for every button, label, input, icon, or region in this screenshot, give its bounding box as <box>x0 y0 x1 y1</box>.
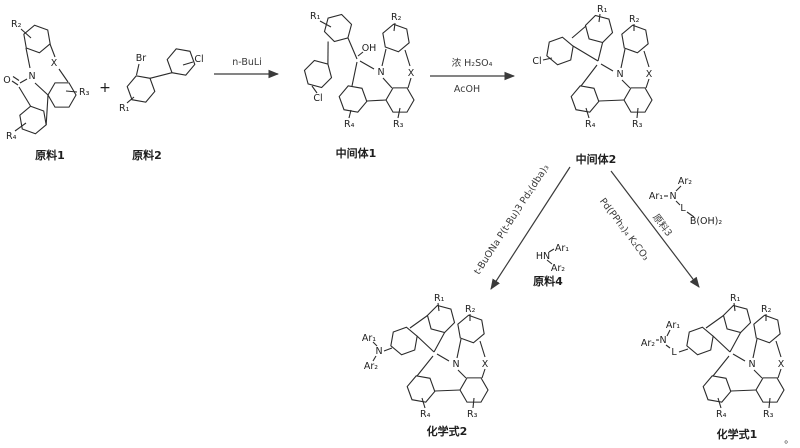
raw4-hn-label: HN <box>536 251 550 262</box>
formula1-ar2-label: Ar₂ <box>641 338 655 349</box>
formula1-x-label: X <box>778 359 785 370</box>
structure-formula-1: R₁ Ar₁ N Ar₂ L R₂ N X R₄ R₃ 化学式1 <box>641 293 785 441</box>
formula2-n-label: N <box>452 359 459 370</box>
formula1-n-label: N <box>748 359 755 370</box>
structure-raw-material-1: R₂ X N O R₃ R₄ 原料1 <box>3 19 89 162</box>
raw3-ar1-label: Ar₁ <box>649 191 663 202</box>
inter1-x-label: X <box>408 68 415 79</box>
formula2-ar2-label: Ar₂ <box>364 361 378 372</box>
raw1-r2-label: R₂ <box>11 19 22 30</box>
structure-raw-material-2: Br R₁ Cl 原料2 <box>119 47 204 162</box>
raw2-name: 原料2 <box>132 148 162 162</box>
plus-sign: + <box>99 80 111 96</box>
benzene-rings <box>15 22 77 137</box>
structure-raw-material-4: HN Ar₁ Ar₂ 原料4 <box>533 243 569 288</box>
inter2-x-label: X <box>646 69 653 80</box>
raw4-ar1-label: Ar₁ <box>555 243 569 254</box>
bonds <box>542 13 650 119</box>
structure-intermediate-2: R₁ Cl N X R₂ R₃ R₄ 中间体2 <box>532 4 653 166</box>
suzuki-reagents: Pd(PPh₃)₄ K₂CO₃ <box>597 196 651 263</box>
formula1-name: 化学式1 <box>717 427 758 441</box>
raw3-ar2-label: Ar₂ <box>678 176 692 187</box>
raw2-cl-label: Cl <box>194 54 203 65</box>
inter2-r3-label: R₃ <box>632 119 643 130</box>
arrow-amination <box>490 166 571 290</box>
formula1-r3-label: R₃ <box>763 409 774 420</box>
raw3-l-label: L <box>680 203 686 214</box>
formula2-r4-label: R₄ <box>420 409 431 420</box>
reaction-step-1: n-BuLi <box>214 57 280 79</box>
benzene-rings <box>682 303 785 404</box>
formula1-l-label: L <box>671 347 677 358</box>
formula2-r3-label: R₃ <box>467 409 478 420</box>
benzene-rings <box>386 303 489 404</box>
inter1-r3-label: R₃ <box>393 119 404 130</box>
inter2-name: 中间体2 <box>576 152 617 166</box>
bonds <box>372 302 486 409</box>
bonds <box>126 61 194 104</box>
raw2-br-label: Br <box>136 53 147 64</box>
formula2-x-label: X <box>482 359 489 370</box>
raw2-r1-label: R₁ <box>119 103 130 114</box>
raw1-r3-label: R₃ <box>79 87 90 98</box>
reaction-branch-suzuki: Pd(PPh₃)₄ K₂CO₃ 原料3 <box>597 170 700 288</box>
bonds <box>11 28 78 132</box>
raw1-x-label: X <box>51 58 58 69</box>
step2-reagent-above: 浓 H₂SO₄ <box>452 57 493 69</box>
sentence-period: 。 <box>784 435 794 446</box>
raw1-r4-label: R₄ <box>6 131 17 142</box>
inter1-r4-label: R₄ <box>344 119 355 130</box>
bonds <box>664 185 695 218</box>
raw1-n-label: N <box>28 71 35 82</box>
structure-formula-2: R₁ Ar₁ N Ar₂ R₂ N X R₄ R₃ 化学式2 <box>362 293 489 438</box>
inter1-n-label: N <box>377 67 384 78</box>
formula2-name: 化学式2 <box>427 424 468 438</box>
step2-reagent-below: AcOH <box>454 84 480 95</box>
inter2-r4-label: R₄ <box>585 119 596 130</box>
bonds <box>656 302 782 409</box>
raw3-n-label: N <box>669 191 676 202</box>
inter2-r1-label: R₁ <box>597 4 608 15</box>
formula2-r2-label: R₂ <box>465 304 476 315</box>
reaction-step-2: 浓 H₂SO₄ AcOH <box>430 57 516 95</box>
bonds <box>546 248 555 265</box>
raw1-o-label: O <box>3 75 10 86</box>
raw4-ar2-label: Ar₂ <box>551 263 565 274</box>
inter2-r2-label: R₂ <box>629 14 640 25</box>
inter1-cl-label: Cl <box>313 93 322 104</box>
formula1-ar1-label: Ar₁ <box>666 320 680 331</box>
inter1-r2-label: R₂ <box>391 12 402 23</box>
arrow-suzuki <box>610 170 700 288</box>
structure-intermediate-1: R₁ OH R₂ N X Cl R₄ R₃ 中间体1 <box>300 11 415 160</box>
structure-raw-material-3: Ar₁ N Ar₂ L B(OH)₂ <box>649 176 722 227</box>
raw1-name: 原料1 <box>35 148 65 162</box>
formula2-amine-n-label: N <box>375 346 382 357</box>
inter2-cl-label: Cl <box>532 56 541 67</box>
raw3-boh2-label: B(OH)₂ <box>690 216 723 227</box>
formula1-r2-label: R₂ <box>761 304 772 315</box>
raw4-name: 原料4 <box>533 274 563 288</box>
formula2-ar1-label: Ar₁ <box>362 333 376 344</box>
benzene-rings <box>542 13 653 114</box>
formula1-r1-label: R₁ <box>730 293 741 304</box>
step1-reagent: n-BuLi <box>232 57 262 68</box>
inter1-r1-label: R₁ <box>310 11 321 22</box>
raw3-name-rotated: 原料3 <box>650 212 675 239</box>
formula1-r4-label: R₄ <box>716 409 727 420</box>
inter1-name: 中间体1 <box>336 146 377 160</box>
bonds <box>311 20 412 119</box>
formula2-r1-label: R₁ <box>434 293 445 304</box>
inter1-oh-label: OH <box>362 43 377 54</box>
formula1-amine-n-label: N <box>659 335 666 346</box>
inter2-n-label: N <box>616 69 623 80</box>
